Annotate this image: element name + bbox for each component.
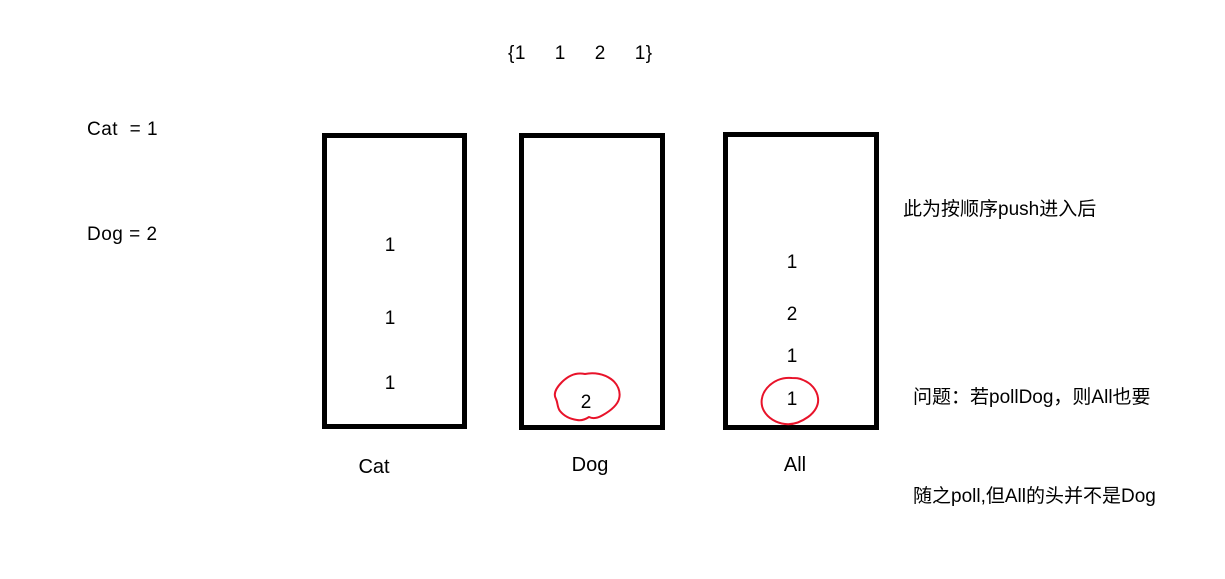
stack-cell-cat-0: 1	[384, 235, 396, 256]
stack-box-dog	[519, 133, 665, 430]
stack-cell-all-0: 1	[786, 252, 798, 273]
stack-cell-cat-1: 1	[384, 308, 396, 329]
legend: Cat = 1 Dog = 2	[87, 42, 158, 322]
stack-cell-all-2: 1	[786, 346, 798, 367]
stack-cell-all-1: 2	[786, 304, 798, 325]
stack-cell-dog-0: 2	[580, 392, 592, 413]
annotation-push-note: 此为按顺序push进入后	[903, 199, 1097, 220]
stack-cell-cat-2: 1	[384, 373, 396, 394]
diagram-canvas: Cat = 1 Dog = 2 {1 1 2 1} 1 1 1 Cat 2 Do…	[87, 42, 1156, 507]
stack-caption-cat: Cat	[358, 456, 390, 478]
stack-caption-all: All	[783, 454, 807, 476]
input-sequence: {1 1 2 1}	[508, 43, 653, 64]
annotation-problem-line-1: 问题：若pollDog，则All也要	[913, 387, 1151, 408]
stack-cell-all-3: 1	[786, 389, 798, 410]
stack-box-all	[723, 132, 879, 430]
legend-row-cat: Cat = 1	[87, 119, 159, 140]
stack-caption-dog: Dog	[571, 454, 609, 476]
annotation-problem-line-2: 随之poll,但All的头并不是Dog	[913, 486, 1156, 507]
legend-row-dog: Dog = 2	[87, 224, 158, 245]
annotation-problem-note: 问题：若pollDog，则All也要 随之poll,但All的头并不是Dog	[913, 315, 1156, 579]
stack-box-cat	[322, 133, 467, 429]
